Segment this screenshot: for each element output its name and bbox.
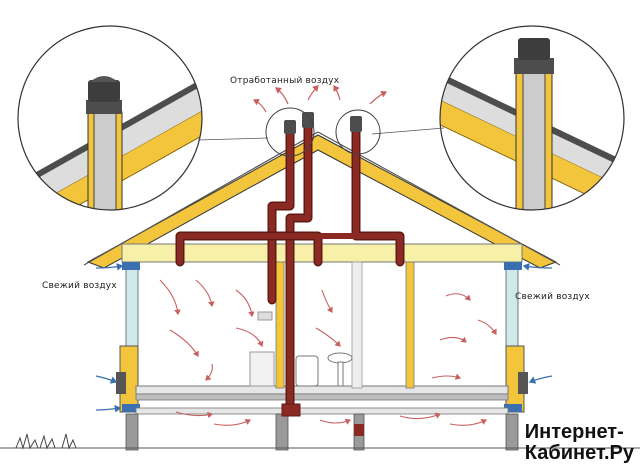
exhaust-air-label: Отработанный воздух: [230, 76, 340, 86]
fresh-air-right-label: Свежий воздух: [515, 292, 590, 302]
floor-slab: [135, 385, 509, 395]
fresh-air-left-label: Свежий воздух: [42, 281, 117, 291]
exhaust-ducts: [175, 123, 405, 413]
indoor-air-arrows: [159, 279, 497, 426]
roof-vents: [265, 107, 381, 157]
walls: [116, 261, 528, 413]
watermark-line-1: Интернет-: [524, 421, 624, 443]
watermark: Интернет- Кабинет.Ру: [525, 422, 634, 464]
watermark-line-2: Кабинет.Ру: [524, 442, 634, 464]
fresh-air-arrows: [95, 263, 553, 413]
left-detail-circle: [17, 25, 203, 211]
right-detail-circle: [439, 25, 625, 211]
exhaust-air-arrows: [252, 85, 388, 113]
bathroom-fixtures: [249, 311, 353, 387]
